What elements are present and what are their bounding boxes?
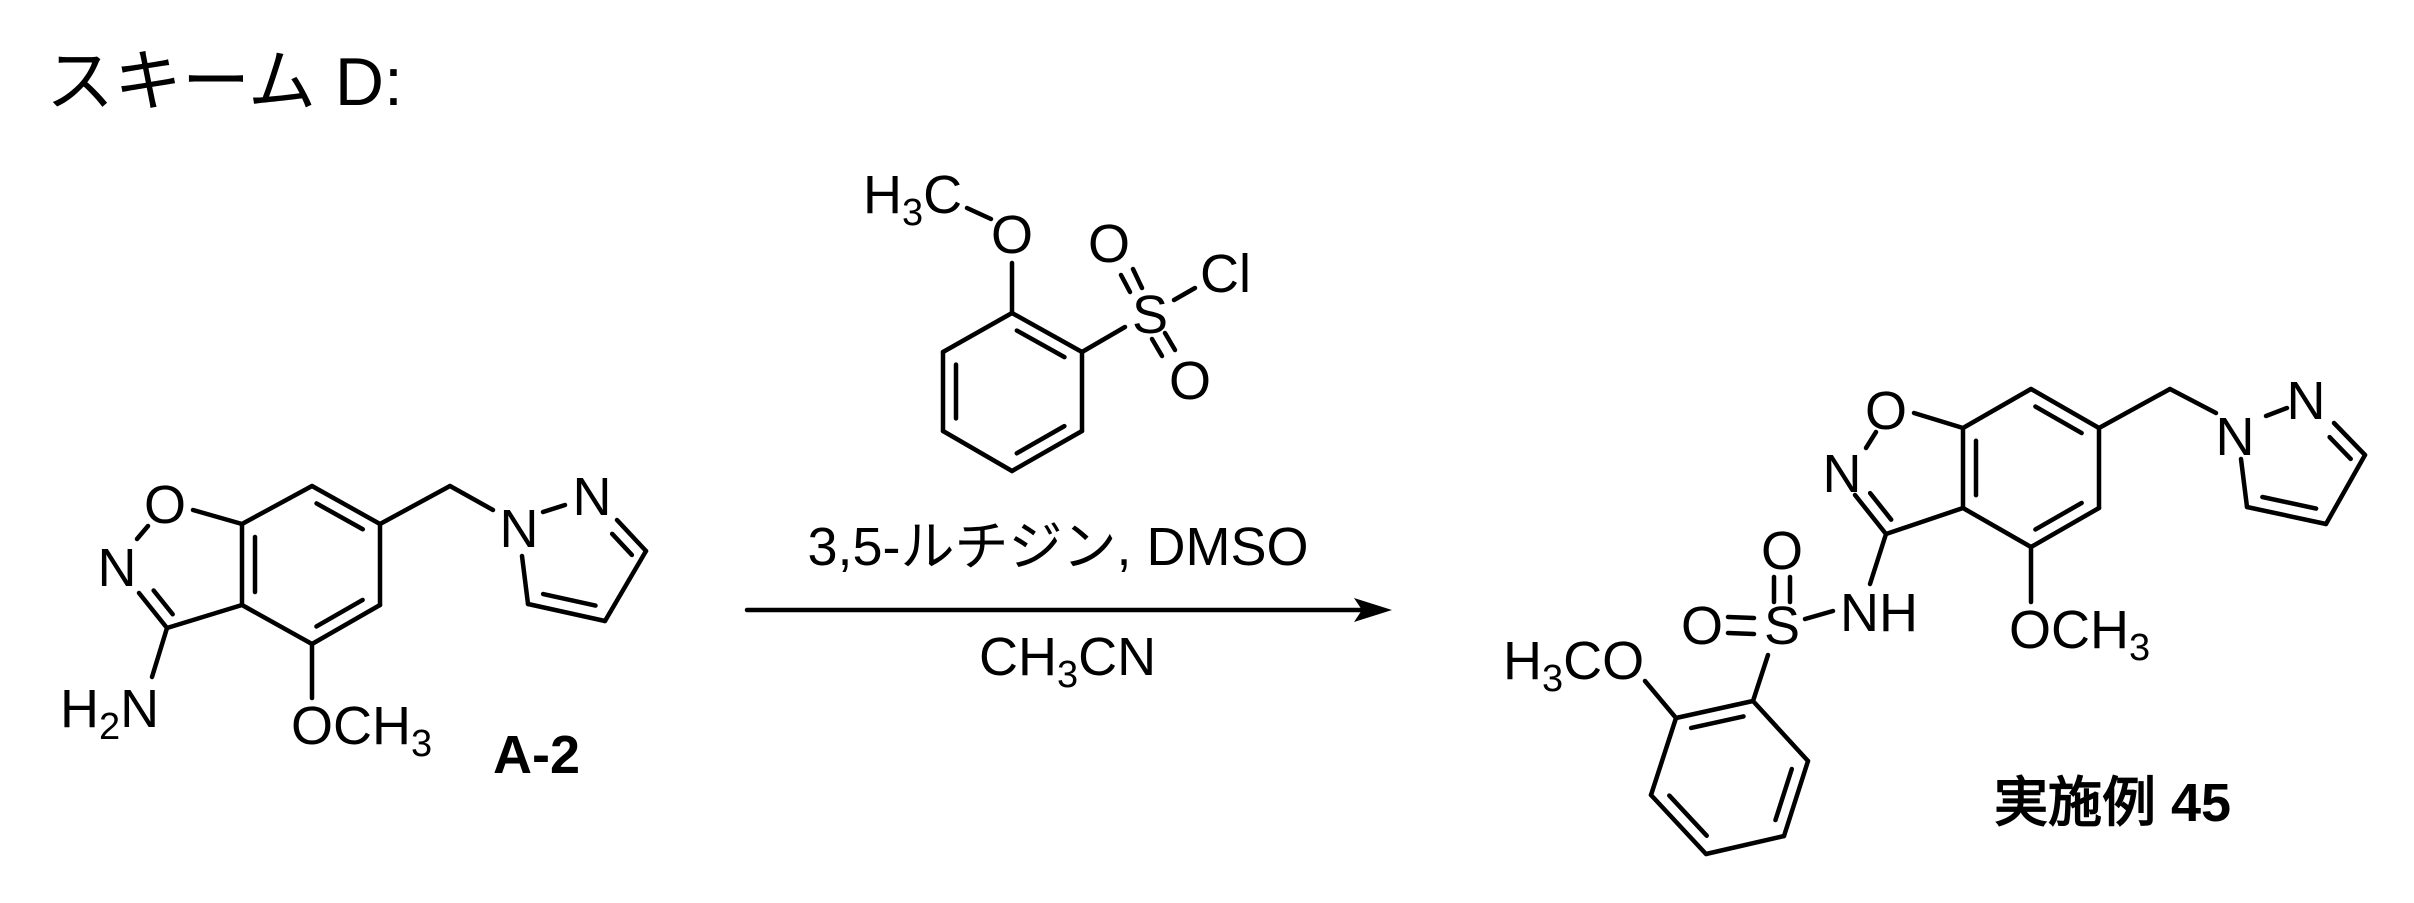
atom-pyrazole-n1: N [2216, 407, 2255, 467]
atom-nh: NH [1840, 583, 1918, 643]
atom-oxo-top: O [1761, 521, 1803, 581]
atom-oxo-top: O [1088, 214, 1130, 274]
reaction-arrow [747, 598, 1392, 622]
atom-oxygen: O [144, 475, 186, 535]
double-bond-line [154, 590, 173, 614]
amine-group: H2N [60, 679, 159, 748]
methoxy-group: OCH3 [291, 696, 432, 765]
atom-nitrogen: N [1823, 444, 1862, 504]
methoxy-group: OCH3 [2009, 600, 2150, 669]
atom-pyrazole-n1: N [500, 499, 539, 559]
reagent-sulfonyl-chloride: H3C O S O O Cl [863, 165, 1251, 471]
atom-sulfur: S [1764, 596, 1800, 656]
atom-oxo-bottom: O [1169, 351, 1211, 411]
double-bond-line [543, 594, 595, 606]
compound-label-example-45: 実施例 45 [1994, 773, 2231, 833]
double-bond-inner-lines [154, 331, 2351, 836]
scheme-title: スキーム D: [46, 44, 403, 120]
methyl-group: H3C [863, 165, 962, 234]
double-bond-line [1017, 426, 1065, 453]
double-bond-line [612, 534, 632, 555]
atom-chlorine: Cl [1200, 244, 1251, 304]
reactant-a2: O N H2N OCH3 N N A-2 [60, 467, 646, 785]
compound-label-a2: A-2 [493, 725, 580, 785]
double-bond-line [316, 600, 362, 627]
double-bond-line [1669, 796, 1706, 836]
double-bond-line [2035, 407, 2081, 434]
double-bond-line [317, 503, 363, 529]
double-bond-line [1017, 331, 1065, 358]
double-bond-line [2035, 503, 2081, 530]
atom-pyrazole-n2: N [573, 467, 612, 527]
double-bond-line [2330, 437, 2351, 459]
atom-pyrazole-n2: N [2287, 371, 2326, 431]
atom-sulfur: S [1132, 285, 1168, 345]
double-bond-line [2262, 497, 2316, 509]
aryl-methoxy-group: H3CO [1503, 631, 1644, 700]
atom-oxo-left: O [1681, 596, 1723, 656]
atom-nitrogen: N [98, 538, 137, 598]
reactant-bonds [137, 486, 646, 698]
atom-ether-oxygen: O [991, 205, 1033, 265]
conditions-above: 3,5-ルチジン, DMSO [807, 517, 1308, 577]
conditions-below: CH3CN [979, 627, 1156, 696]
double-bond-line [1691, 716, 1743, 728]
product-example-45: O N NH OCH3 N N S O O H3CO 実施例 45 [1503, 371, 2365, 854]
atom-oxygen: O [1865, 381, 1907, 441]
